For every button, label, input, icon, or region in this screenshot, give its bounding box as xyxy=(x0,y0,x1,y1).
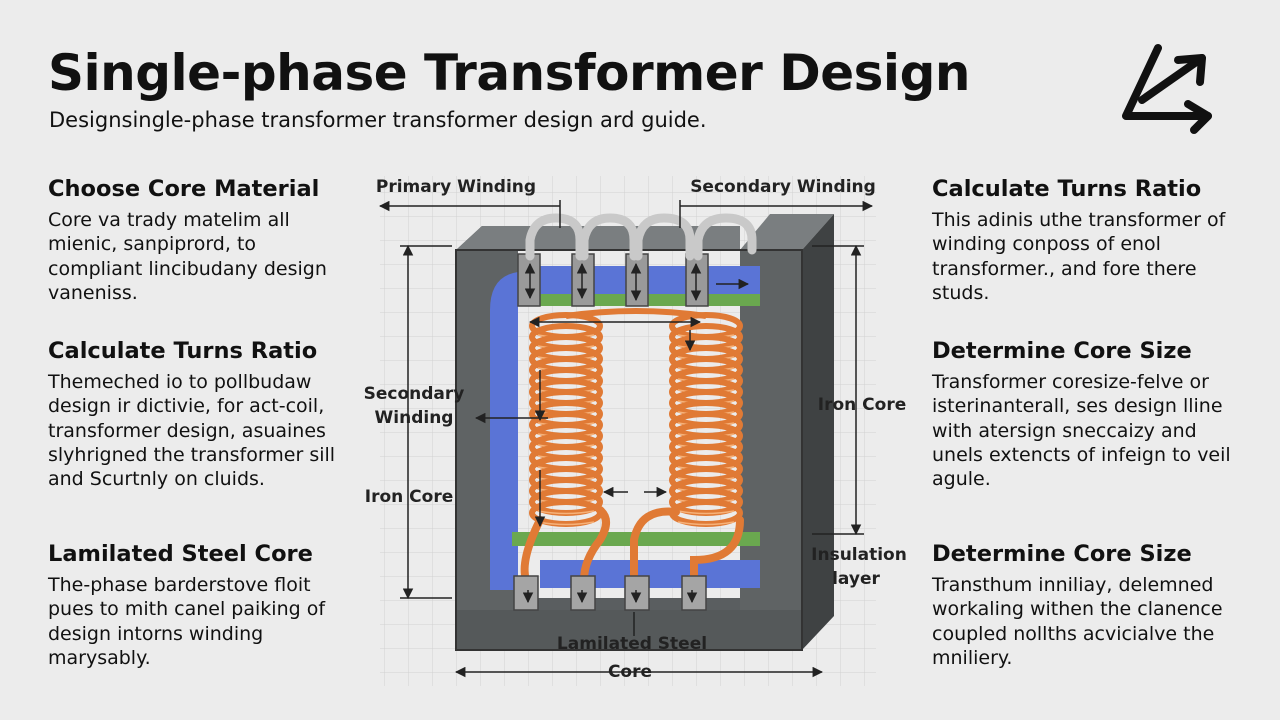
section-heading: Choose Core Material xyxy=(48,176,320,202)
section-heading: Determine Core Size xyxy=(932,541,1192,567)
label-insulation-line2: layer xyxy=(832,569,880,589)
iron-core-frame xyxy=(455,214,834,651)
section-heading: Calculate Turns Ratio xyxy=(932,176,1202,202)
section-body: Transformer coresize-felve or isterinant… xyxy=(932,371,1231,491)
label-lamilated-line1: Lamilated Steel xyxy=(557,634,707,654)
right-section-1: Calculate Turns Ratio This adinis uthe t… xyxy=(932,176,1232,305)
left-section-3: Lamilated Steel Core The-phase bardersto… xyxy=(48,541,348,670)
left-coil xyxy=(529,312,603,527)
label-iron-core-left: Iron Core xyxy=(365,487,453,507)
label-insulation-line1: Insulation xyxy=(811,545,907,565)
right-section-2: Determine Core Size Transformer coresize… xyxy=(932,338,1232,491)
coil-highlight xyxy=(677,510,735,515)
right-section-3: Determine Core Size Transthum inniliay, … xyxy=(932,541,1232,670)
coil-highlight xyxy=(537,510,595,515)
left-section-2: Calculate Turns Ratio Themeched io to po… xyxy=(48,338,348,491)
section-heading: Calculate Turns Ratio xyxy=(48,338,318,364)
dimension-lines xyxy=(378,200,874,678)
label-lamilated-line2: Core xyxy=(608,662,652,682)
section-body: Core va trady matelim all mienic, sanpip… xyxy=(48,209,327,304)
label-secondary-winding-top: Secondary Winding xyxy=(690,177,876,197)
section-body: The-phase barderstove floit pues to mith… xyxy=(48,574,326,669)
coil-highlight xyxy=(677,521,735,526)
label-secondary-winding-left-line2: Winding xyxy=(375,408,454,428)
section-heading: Determine Core Size xyxy=(932,338,1192,364)
top-pipes xyxy=(525,213,757,261)
coil-bridge xyxy=(565,308,707,319)
section-body: This adinis uthe transformer of winding … xyxy=(932,209,1226,304)
page-subtitle: Designsingle-phase transformer transform… xyxy=(49,108,707,132)
section-body: Transthum inniliay, delemned workaling w… xyxy=(932,574,1223,669)
label-iron-core-right: Iron Core xyxy=(818,395,906,415)
label-secondary-winding-left-line1: Secondary xyxy=(364,384,465,404)
section-body: Themeched io to pollbudaw design ir dict… xyxy=(48,371,336,491)
section-heading: Lamilated Steel Core xyxy=(48,541,313,567)
page-title: Single-phase Transformer Design xyxy=(48,44,970,102)
copper-coils xyxy=(529,308,743,527)
arrow-logo-icon xyxy=(1122,44,1212,134)
label-primary-winding: Primary Winding xyxy=(376,177,536,197)
left-section-1: Choose Core Material Core va trady matel… xyxy=(48,176,348,305)
